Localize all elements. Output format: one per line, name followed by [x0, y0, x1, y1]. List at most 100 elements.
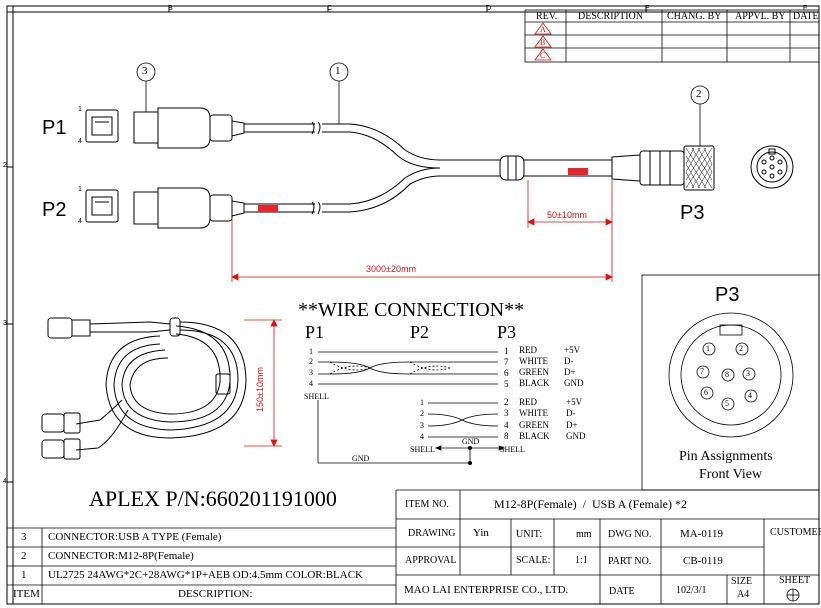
tb-scale-label: SCALE: [516, 555, 551, 566]
wc-bot-sig-dplus: D+ [566, 420, 578, 430]
wc-top-color-red: RED [519, 345, 537, 355]
rev-header-appvl: APPVL. BY [735, 11, 786, 22]
wc-p2: P2 [410, 322, 430, 342]
pin-8: 8 [725, 370, 729, 379]
wc-top-color-green: GREEN [519, 367, 549, 377]
wc-top-shell: SHELL [304, 392, 329, 401]
bom-row-3-no: 3 [21, 531, 27, 543]
bom-footer-desc: DESCRIPTION: [178, 588, 253, 600]
grid-row-3: 3 [3, 320, 7, 327]
tb-customer-label: CUSTOMER [770, 527, 821, 538]
tb-part-value: CB-0119 [683, 555, 723, 567]
tb-company: MAO LAI ENTERPRISE CO., LTD. [404, 584, 569, 596]
tb-drawing-label: DRAWING [408, 528, 456, 539]
pin-7: 7 [700, 367, 704, 376]
pin-1: 1 [706, 344, 710, 353]
wc-top-sig-gnd: GND [564, 378, 584, 388]
part-number: APLEX P/N:660201191000 [89, 486, 337, 511]
bom-row-3-desc: CONNECTOR:USB A TYPE (Female) [48, 531, 222, 543]
wc-shell-left: SHELL [410, 445, 435, 454]
wc-shell-right: SHELL [500, 445, 525, 454]
wc-top-sig-dminus: D- [564, 356, 574, 366]
pin-panel-title: P3 [715, 284, 740, 306]
wc-p1: P1 [305, 322, 325, 342]
dim-coil-label: 150±10mm [255, 367, 265, 412]
dim-tail-label: 50±10mm [547, 210, 587, 220]
wc-bot-sig-gnd: GND [566, 431, 586, 441]
pin-panel-caption-2: Front View [699, 467, 763, 482]
label-p2: P2 [42, 199, 67, 221]
wc-top-color-white: WHITE [519, 356, 548, 366]
tb-unit-label: UNIT: [516, 529, 543, 540]
wc-bot-left-pin3: 3 [420, 421, 424, 430]
grid-col-f: F [803, 5, 808, 12]
p2-pin1: 1 [78, 186, 82, 193]
pin-3: 3 [746, 369, 750, 378]
pin-5: 5 [725, 399, 729, 408]
wc-bot-sig-5v: +5V [566, 397, 583, 407]
tb-unit-value: mm [576, 529, 592, 540]
bom-row-1-desc: UL2725 24AWG*2C+28AWG*1P+AEB OD:4.5mm CO… [48, 569, 363, 581]
wc-bot-p3-pin8: 8 [504, 431, 509, 441]
wc-bot-sig-dminus: D- [566, 408, 576, 418]
pin-6: 6 [704, 388, 708, 397]
wc-top-p3-pin7: 7 [504, 357, 509, 367]
wc-bot-color-red: RED [519, 397, 537, 407]
wc-bot-color-black: BLACK [519, 431, 550, 441]
tb-date-value: 102/3/1 [676, 585, 707, 596]
label-p1: P1 [42, 117, 67, 139]
wc-bot-color-green: GREEN [519, 420, 549, 430]
tb-item-no-value: M12-8P(Female) / USB A (Female) *2 [494, 497, 687, 511]
title-block-grid [396, 489, 819, 604]
wc-top-left-pin2: 2 [309, 357, 313, 366]
dimension-lines [231, 180, 613, 447]
wc-bot-p3-pin4: 4 [504, 420, 509, 430]
wc-top-left-pin1: 1 [309, 347, 313, 356]
tb-sheet-label: SHEET [779, 575, 811, 586]
red-marker-p3 [568, 168, 588, 175]
m12-end-view [750, 145, 794, 189]
grid-row-4: 4 [3, 478, 7, 485]
dim-length-label: 3000±20mm [366, 264, 416, 274]
tb-date-label: DATE [609, 586, 635, 597]
tb-dwg-value: MA-0119 [680, 528, 723, 540]
tb-size-value: A4 [737, 589, 750, 600]
wc-bot-left-pin2: 2 [420, 409, 424, 418]
callout-1: 1 [335, 65, 341, 77]
wc-top-left-pin4: 4 [309, 379, 313, 388]
wc-bot-color-white: WHITE [519, 408, 548, 418]
rev-header-desc: DESCRIPTION [578, 11, 644, 22]
wc-top-p3-pin6: 6 [504, 368, 509, 378]
grid-col-e: E [645, 5, 650, 12]
wc-bot-p3-pin2: 2 [504, 397, 509, 407]
revision-table-grid [524, 9, 820, 63]
pin-4: 4 [748, 391, 752, 400]
tb-part-label: PART NO. [608, 556, 652, 567]
wc-top-sig-5v: +5V [564, 345, 581, 355]
cable-assembly [85, 107, 715, 229]
bom-row-1-no: 1 [21, 569, 27, 581]
coiled-cable [41, 317, 247, 460]
pin-panel-caption-1: Pin Assignments [679, 449, 773, 464]
callout-2: 2 [696, 88, 702, 100]
m12-knurl [685, 147, 713, 189]
p1-pin1: 1 [78, 106, 82, 113]
callout-3: 3 [142, 65, 148, 77]
wc-bot-left-pin1: 1 [420, 398, 424, 407]
wc-gnd-left: GND [352, 454, 370, 463]
revision-triangles [534, 22, 552, 61]
wc-bot-p3-pin3: 3 [504, 408, 509, 418]
pin-2: 2 [739, 344, 743, 353]
wc-bot-left-pin4: 4 [420, 432, 424, 441]
p2-pin4: 4 [78, 218, 82, 225]
bom-row-2-no: 2 [21, 550, 27, 562]
label-p3: P3 [680, 202, 705, 224]
grid-col-d: D [486, 5, 492, 12]
wc-top-p3-pin5: 5 [504, 379, 509, 389]
tb-item-no-label: ITEM NO. [405, 499, 449, 510]
rev-header-date: DATE [793, 11, 819, 22]
tb-approval-label: APPROVAL [405, 555, 457, 566]
p1-pin4: 4 [78, 138, 82, 145]
tb-size-label: SIZE [731, 576, 753, 587]
